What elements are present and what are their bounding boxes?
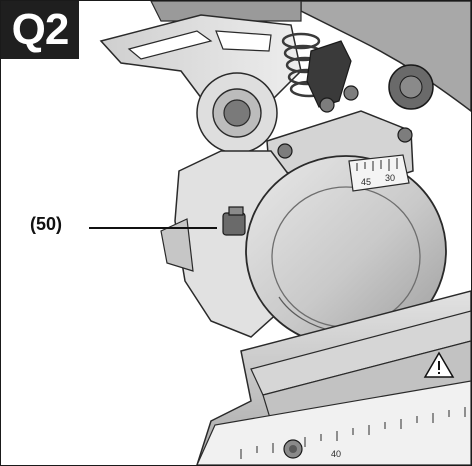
scale-label-30: 30: [385, 173, 395, 183]
arm-slot-2: [215, 30, 272, 52]
callout-label-50: (50): [30, 214, 63, 234]
bevel-scale-ticks: [356, 158, 398, 171]
motor-housing-top: [150, 1, 302, 22]
callout-leader-line: [89, 227, 217, 229]
body-fin: [160, 218, 194, 272]
locking-screw-50: [222, 206, 246, 236]
arm-slot: [127, 30, 213, 60]
measuring-rule: [196, 380, 471, 465]
pivot-hole: [223, 99, 251, 127]
lock-lever: [306, 40, 352, 108]
scale-label-45: 45: [361, 177, 371, 187]
fence: [250, 310, 471, 396]
figure-badge: Q2: [1, 1, 79, 59]
bevel-scale: [348, 154, 410, 192]
rule-label-40: 40: [331, 449, 341, 459]
